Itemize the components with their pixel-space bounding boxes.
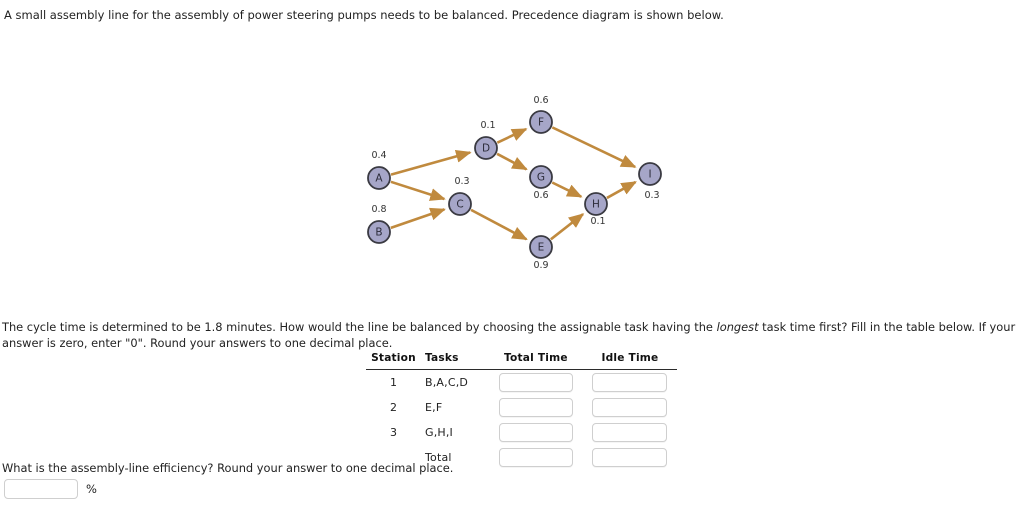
header-station: Station	[366, 352, 421, 370]
task-time-a: 0.4	[371, 150, 386, 161]
cell-total-time	[489, 445, 583, 470]
cell-station: 2	[389, 401, 397, 414]
total-time-input-row-3[interactable]	[498, 423, 573, 442]
diagram-task-times: 0.4 0.8 0.3 0.1 0.9 0.6 0.6 0.1 0.3	[371, 95, 659, 271]
cell-idle-time	[583, 395, 677, 420]
edge-c-to-e	[470, 208, 528, 241]
efficiency-question-label: What is the assembly-line efficiency? Ro…	[2, 461, 454, 475]
node-c: C	[448, 192, 472, 216]
task-time-g: 0.6	[533, 190, 548, 201]
total-time-input-row-1[interactable]	[498, 373, 573, 392]
cell-station: 1	[389, 376, 397, 389]
total-time-input-row-4[interactable]	[498, 448, 573, 467]
precedence-diagram-svg: A B C D E F G H I 0.4 0.8 0.3 0.1 0.9 0.6 0.6 0.1 0.3	[367, 95, 662, 271]
node-f: F	[529, 110, 553, 134]
task-time-i: 0.3	[644, 190, 659, 201]
cell-tasks: E,F	[424, 401, 443, 414]
task-time-f: 0.6	[533, 95, 548, 106]
node-e: E	[529, 235, 553, 259]
edge-g-to-h	[551, 181, 583, 198]
table-row: 3 G,H,I	[366, 420, 677, 445]
node-label-g: G	[537, 172, 545, 184]
cycle-time-question: The cycle time is determined to be 1.8 m…	[2, 320, 1020, 351]
node-label-b: B	[375, 227, 382, 239]
cell-idle-time	[583, 370, 677, 396]
cell-idle-time	[583, 445, 677, 470]
edge-a-to-d	[390, 149, 472, 176]
node-circle-b	[367, 220, 391, 244]
cell-station: 3	[389, 426, 397, 439]
node-circle-d	[474, 136, 498, 160]
table-row: 2 E,F	[366, 395, 677, 420]
header-idle-time: Idle Time	[582, 352, 677, 370]
node-b: B	[367, 220, 391, 244]
diagram-edges	[390, 126, 637, 241]
node-circle-g	[529, 165, 553, 189]
node-d: D	[474, 136, 498, 160]
idle-time-input-row-1[interactable]	[592, 373, 668, 392]
total-time-input-row-2[interactable]	[498, 398, 573, 417]
station-table-header-row: Station Tasks Total Time Idle Time	[366, 352, 677, 370]
node-circle-c	[448, 192, 472, 216]
edge-d-to-f	[496, 127, 528, 144]
percent-symbol-label: %	[86, 482, 97, 496]
node-a: A	[367, 166, 391, 190]
edge-d-to-g	[496, 152, 528, 171]
node-circle-h	[584, 192, 608, 216]
edge-e-to-h	[550, 213, 585, 241]
node-label-d: D	[482, 143, 490, 155]
node-circle-i	[638, 162, 662, 186]
cycle-question-part2: task time first? Fill in the table below…	[2, 320, 1016, 350]
table-row: Total	[366, 445, 677, 470]
cell-tasks: Total	[424, 451, 452, 464]
station-table-container: Station Tasks Total Time Idle Time 1 B,A,…	[366, 352, 680, 470]
idle-time-input-row-3[interactable]	[592, 423, 668, 442]
precedence-diagram: A B C D E F G H I 0.4 0.8 0.3 0.1 0.9 0.6 0.6 0.1 0.3	[0, 80, 1024, 290]
node-label-e: E	[538, 242, 545, 254]
node-circle-a	[367, 166, 391, 190]
cell-idle-time	[583, 420, 677, 445]
task-time-b: 0.8	[371, 204, 386, 215]
edge-h-to-i	[606, 180, 637, 200]
station-table: Station Tasks Total Time Idle Time 1 B,A,…	[366, 352, 677, 470]
node-circle-e	[529, 235, 553, 259]
task-time-h: 0.1	[590, 216, 605, 227]
node-label-a: A	[375, 173, 383, 185]
cycle-question-emphasis: longest	[716, 320, 759, 334]
cell-total-time	[489, 395, 583, 420]
intro-paragraph: A small assembly line for the assembly o…	[4, 8, 724, 22]
node-label-c: C	[456, 199, 463, 211]
cell-tasks: B,A,C,D	[424, 376, 469, 389]
node-label-i: I	[648, 169, 651, 181]
diagram-nodes: A B C D E F G H I	[367, 110, 662, 259]
node-label-h: H	[592, 199, 600, 211]
efficiency-input[interactable]	[4, 479, 78, 499]
station-table-head: Station Tasks Total Time Idle Time	[366, 352, 677, 370]
edge-b-to-c	[390, 207, 446, 230]
edge-a-to-c	[390, 180, 446, 201]
task-time-d: 0.1	[480, 120, 495, 131]
idle-time-input-row-4[interactable]	[592, 448, 668, 467]
node-g: G	[529, 165, 553, 189]
header-tasks: Tasks	[420, 352, 489, 370]
cell-total-time	[489, 370, 583, 396]
node-h: H	[584, 192, 608, 216]
efficiency-answer-row: %	[4, 479, 97, 499]
task-time-e: 0.9	[533, 260, 548, 271]
table-row: 1 B,A,C,D	[366, 370, 677, 396]
station-table-body: 1 B,A,C,D 2 E,F 3 G,H,I Total	[366, 370, 677, 471]
cycle-question-part1: The cycle time is determined to be 1.8 m…	[2, 320, 717, 334]
cell-total-time	[489, 420, 583, 445]
node-circle-f	[529, 110, 553, 134]
edge-f-to-i	[551, 126, 637, 169]
node-i: I	[638, 162, 662, 186]
task-time-c: 0.3	[454, 176, 469, 187]
idle-time-input-row-2[interactable]	[592, 398, 668, 417]
node-label-f: F	[538, 117, 544, 129]
cell-tasks: G,H,I	[424, 426, 454, 439]
header-total-time: Total Time	[488, 352, 583, 370]
